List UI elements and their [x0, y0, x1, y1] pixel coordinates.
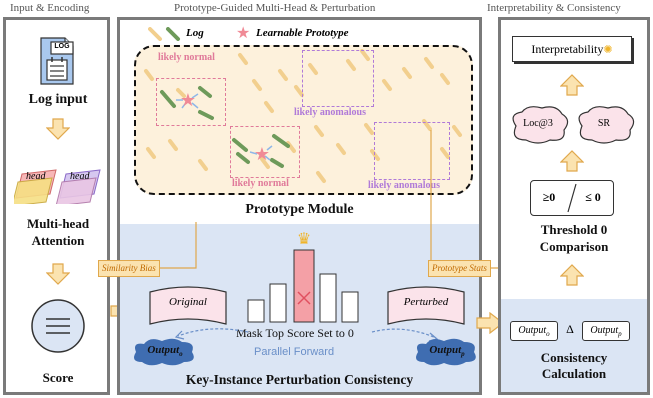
perturbed-flag-icon	[387, 286, 465, 325]
likely-anomalous-label-2: likely anomalous	[368, 180, 440, 191]
multi-head-attention-label-2: Attention	[31, 233, 85, 248]
svg-text:★: ★	[180, 90, 196, 111]
output-o-box: Outputo	[510, 321, 558, 341]
consistency-region	[501, 299, 647, 392]
normal-cluster-1-icon: ★	[160, 86, 214, 120]
section-title-prototype: Prototype-Guided Multi-Head & Perturbati…	[174, 2, 376, 14]
down-arrow-icon	[46, 118, 70, 140]
metric-clouds-icon	[512, 106, 635, 144]
anomalous-cluster-box-2	[374, 122, 450, 180]
prototype-star-legend-icon: ★	[236, 23, 251, 42]
log-file-icon	[40, 37, 74, 85]
down-arrow-icon	[46, 263, 70, 285]
normal-cluster-box-2	[230, 126, 300, 178]
score-label: Score	[42, 370, 74, 385]
crown-icon: ♛	[297, 229, 311, 248]
output-p-label: Outputp	[429, 344, 465, 359]
prototype-stats-tag: Prototype Stats	[428, 260, 491, 277]
loc3-label: Loc@3	[523, 118, 553, 129]
original-label: Original	[169, 296, 207, 308]
score-bar	[269, 283, 287, 323]
perturbation-consistency-title: Key-Instance Perturbation Consistency	[185, 372, 414, 387]
score-bars: ♛	[247, 229, 359, 323]
right-arrow-icon	[476, 312, 504, 334]
legend-prototype-label: Learnable Prototype	[256, 27, 349, 39]
likely-normal-label-2: likely normal	[232, 178, 289, 189]
score-bar	[319, 273, 337, 323]
likely-normal-label-1: likely normal	[158, 52, 215, 63]
normal-cluster-2-icon: ★	[232, 134, 290, 168]
threshold-box	[530, 180, 614, 216]
prototype-stats-label: Prototype Stats	[432, 263, 487, 273]
log-legend-icon	[148, 27, 180, 41]
similarity-bias-label: Similarity Bias	[102, 263, 156, 273]
mask-top-score-label: Mask Top Score Set to 0	[236, 326, 354, 340]
normal-cluster-box-1	[156, 78, 226, 126]
svg-text:★: ★	[254, 144, 270, 165]
geq-zero-label: ≥0	[542, 190, 556, 204]
perturbed-label: Perturbed	[403, 296, 449, 308]
log-scatter	[144, 49, 462, 183]
leq-zero-label: ≤ 0	[585, 190, 601, 204]
prototype-module-box	[134, 45, 473, 195]
head-label-2: head	[70, 171, 90, 182]
score-bar	[341, 291, 359, 323]
prototype-module-label: Prototype Module	[245, 202, 354, 217]
likely-anomalous-label-1: likely anomalous	[294, 107, 366, 118]
output-p-box: Outputp	[582, 321, 630, 341]
up-arrow-icon	[560, 264, 584, 286]
threshold-label-2: Comparison	[539, 239, 609, 254]
sr-label: SR	[597, 118, 611, 129]
attention-heads-icon	[14, 169, 101, 204]
threshold-divider	[567, 183, 577, 213]
parallel-forward-label: Parallel Forward	[254, 346, 335, 358]
legend-log-label: Log	[186, 27, 204, 39]
original-flag-icon	[149, 286, 227, 325]
anomalous-cluster-box-1	[302, 50, 374, 107]
up-arrow-icon	[560, 150, 584, 172]
section-title-interpretability: Interpretability & Consistency	[487, 2, 621, 14]
log-icon-text: LOG	[54, 43, 70, 50]
threshold-label-1: Threshold 0	[540, 222, 608, 237]
score-circle-icon	[31, 299, 85, 353]
consistency-label-1: Consistency	[540, 350, 608, 365]
output-o-splash-icon	[134, 338, 194, 366]
lightbulb-icon: ✺	[603, 43, 613, 56]
delta-label: Δ	[566, 322, 574, 336]
output-p-splash-icon	[416, 338, 476, 366]
log-input-label: Log input	[28, 92, 88, 107]
consistency-label-2: Calculation	[541, 366, 607, 381]
output-o-label: Outputo	[147, 344, 183, 359]
multi-head-attention-label-1: Multi-head	[26, 216, 90, 231]
similarity-bias-tag: Similarity Bias	[98, 260, 160, 277]
score-bar	[247, 299, 265, 323]
head-label-1: head	[26, 171, 46, 182]
up-arrow-icon	[560, 74, 584, 96]
section-title-input: Input & Encoding	[10, 2, 90, 14]
interpretability-box: Interpretability✺	[512, 36, 632, 62]
